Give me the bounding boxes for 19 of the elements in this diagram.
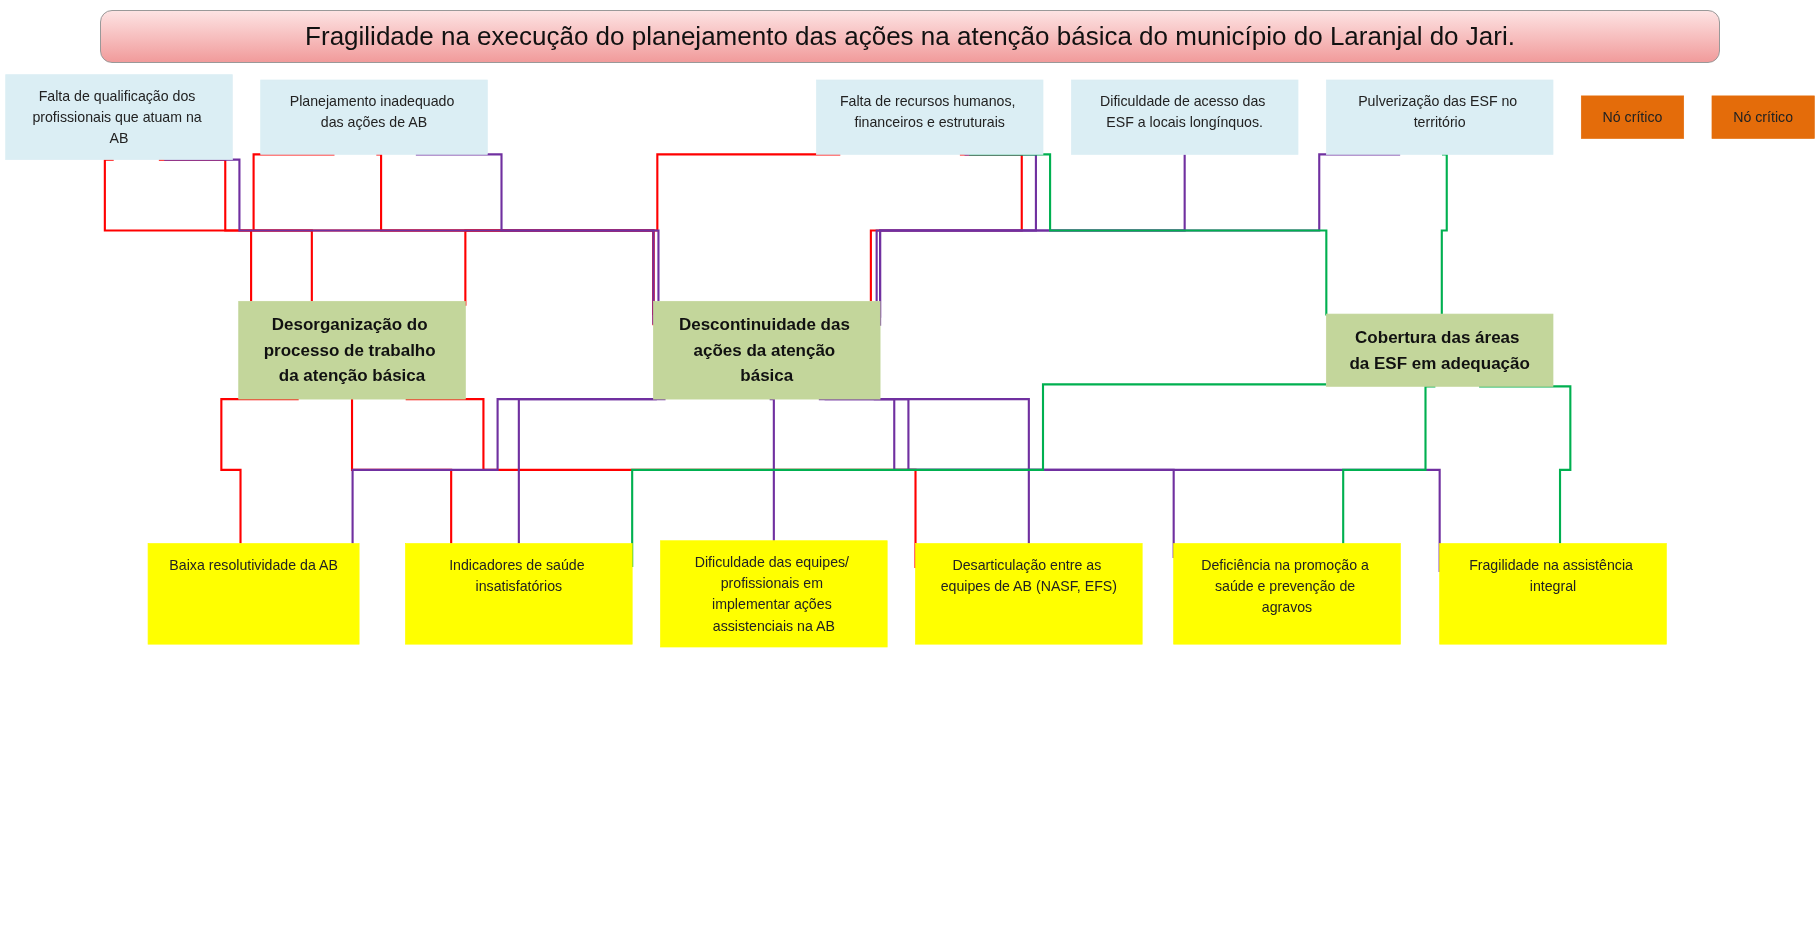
connector [103, 158, 253, 302]
node-box: Baixa resolutividade da AB [147, 543, 360, 645]
node-box: Desorganização do processo de trabalho da atenção básica [238, 300, 466, 400]
node-box: Desarticulação entre as equipes de AB (NASF, EFS) [915, 543, 1143, 645]
node-box: Fragilidade na assistência integral [1439, 543, 1667, 645]
node-box: Planejamento inadequado das ações de AB [260, 79, 488, 155]
node-box: Indicadores de saúde insatisfatórios [405, 543, 633, 645]
node-box: Dificuldade de acesso das ESF a locais longínquos. [1071, 79, 1299, 155]
title-banner: Fragilidade na execução do planejamento das ações na atenção básica do município do Laranjal do Jari. [100, 10, 1720, 63]
node-box: Nó crítico [1580, 95, 1684, 139]
node-box: Deficiência na promoção a saúde e prevenção de agravos [1173, 543, 1401, 645]
node-box: Falta de qualificação dos profissionais que atuam na AB [5, 74, 233, 161]
node-box: Pulverização das ESF no território [1325, 79, 1554, 155]
connector [1440, 153, 1448, 315]
node-box: Dificuldade das equipes/ profissionais em implementar ações assistenciais na AB [660, 540, 888, 648]
node-box: Cobertura das áreas da ESF em adequação [1325, 313, 1554, 387]
node-box: Descontinuidade das ações da atenção básica [653, 300, 881, 400]
node-box: Falta de recursos humanos, financeiros e estruturais [816, 79, 1044, 155]
node-box: Nó crítico [1711, 95, 1815, 139]
